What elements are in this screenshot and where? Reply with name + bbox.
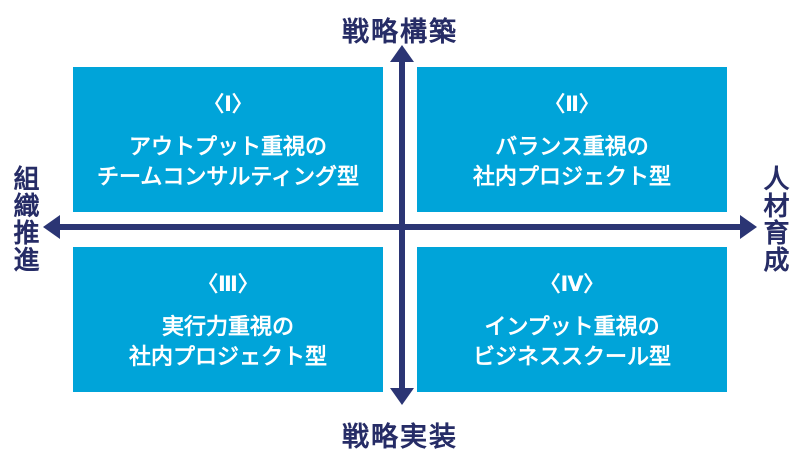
quadrant-1-line1: アウトプット重視の: [128, 134, 327, 160]
quadrant-4-line2: ビジネススクール型: [472, 343, 671, 369]
quadrant-1-line2: チームコンサルティング型: [96, 163, 360, 189]
arrow-down-icon: [390, 388, 414, 405]
quadrant-4-number: 〈Ⅳ〉: [539, 273, 605, 297]
quadrant-2-number: 〈Ⅱ〉: [544, 93, 600, 117]
horizontal-axis-line: [57, 224, 743, 230]
axis-label-left: 組織推進: [10, 164, 40, 273]
quadrant-3-number: 〈Ⅲ〉: [197, 273, 259, 297]
quadrant-3-box: 〈Ⅲ〉 実行力重視の 社内プロジェクト型: [73, 247, 383, 392]
quadrant-4-line1: インプット重視の: [484, 314, 660, 340]
quadrant-2-line1: バランス重視の: [495, 134, 649, 160]
arrow-up-icon: [390, 45, 414, 62]
arrow-left-icon: [43, 215, 60, 239]
quadrant-4-box: 〈Ⅳ〉 インプット重視の ビジネススクール型: [417, 247, 727, 392]
axis-label-top: 戦略構築: [342, 17, 458, 47]
axis-label-bottom: 戦略実装: [342, 422, 458, 452]
quadrant-3-line2: 社内プロジェクト型: [128, 343, 327, 369]
arrow-right-icon: [740, 215, 757, 239]
quadrant-3-line1: 実行力重視の: [161, 314, 294, 340]
quadrant-1-box: 〈Ⅰ〉 アウトプット重視の チームコンサルティング型: [73, 67, 383, 212]
axis-label-right: 人材育成: [760, 164, 790, 273]
quadrant-1-number: 〈Ⅰ〉: [203, 93, 253, 117]
quadrant-2-box: 〈Ⅱ〉 バランス重視の 社内プロジェクト型: [417, 67, 727, 212]
quadrant-2-line2: 社内プロジェクト型: [472, 163, 671, 189]
